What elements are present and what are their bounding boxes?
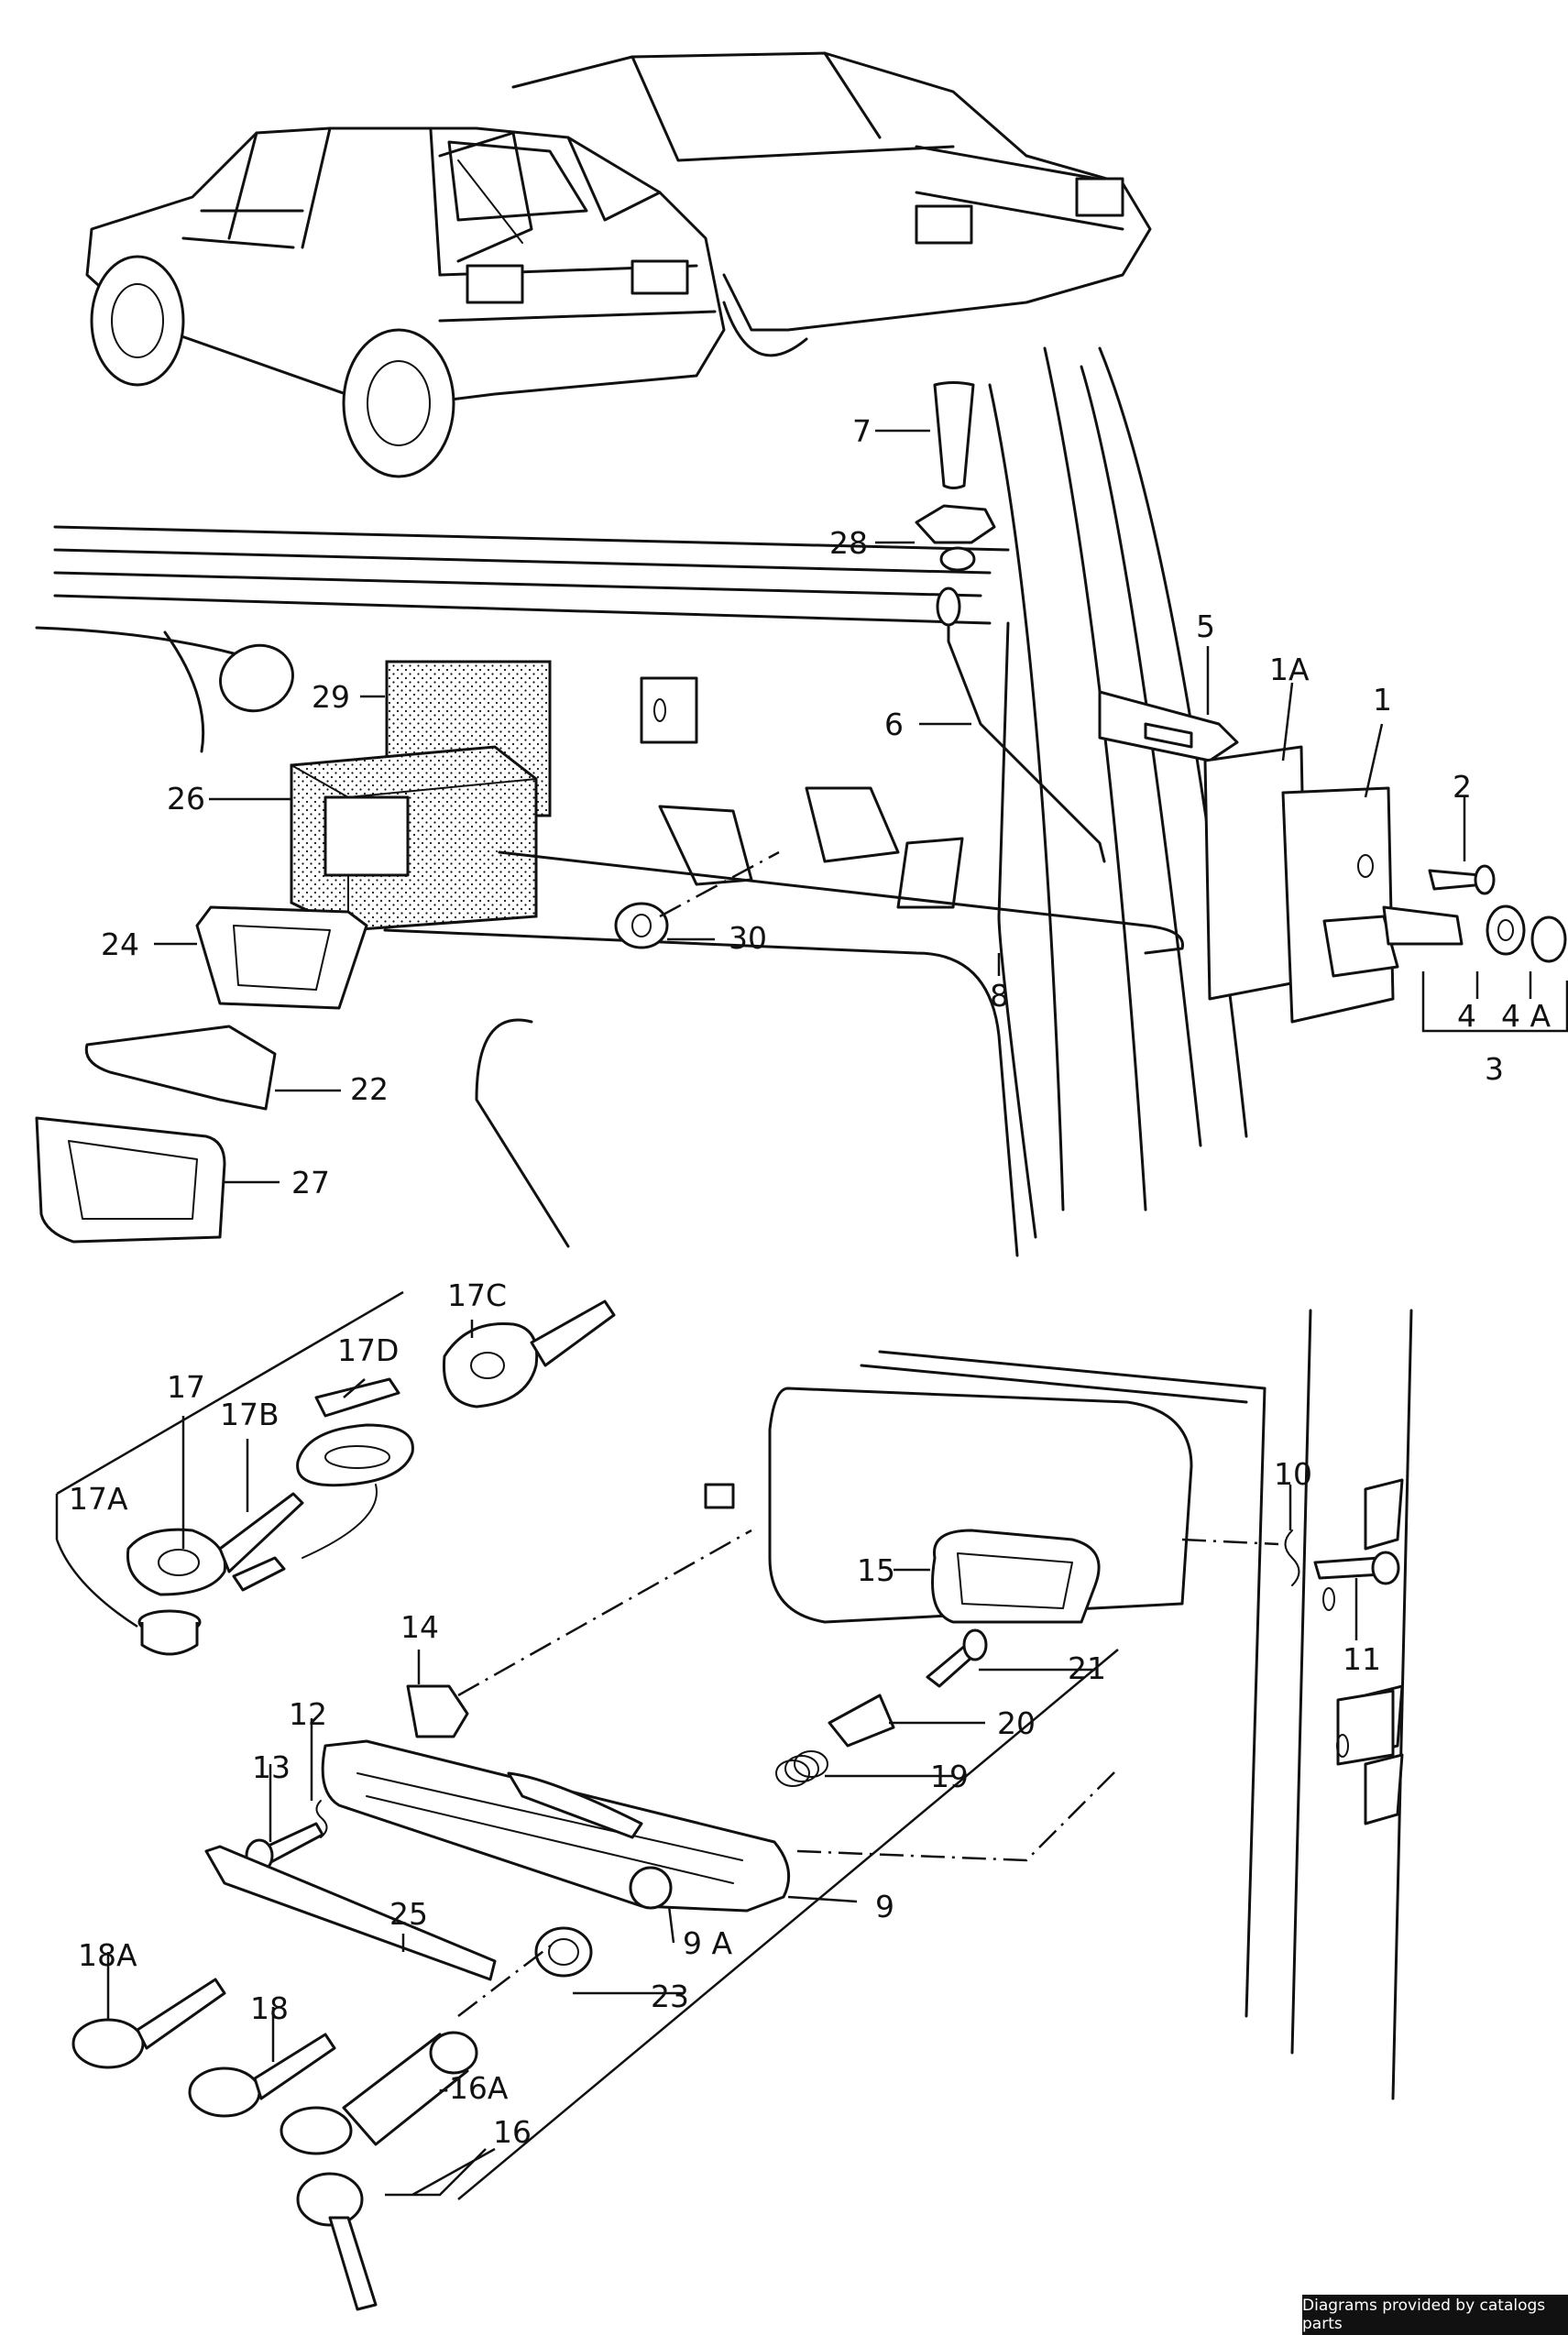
callout-16A: -16A xyxy=(438,2070,509,2106)
callout-21: 21 xyxy=(1068,1650,1106,1686)
callout-17A: 17A xyxy=(69,1481,128,1517)
rod-guide xyxy=(1098,690,1239,762)
callout-24: 24 xyxy=(101,926,139,962)
lock-knob xyxy=(933,381,975,489)
interior-door-handle xyxy=(84,1025,277,1111)
callout-15: 15 xyxy=(857,1552,895,1588)
clip-12 xyxy=(315,1800,328,1838)
washer-4A xyxy=(1530,915,1567,963)
callout-17: 17 xyxy=(167,1369,205,1405)
key-18A xyxy=(71,1978,226,2069)
lever-20 xyxy=(828,1694,895,1748)
door-outer-panel xyxy=(704,1309,1413,2100)
handle-bezel xyxy=(195,905,368,1010)
callout-22: 22 xyxy=(350,1071,389,1107)
callout-2: 2 xyxy=(1453,769,1472,805)
callout-28: 28 xyxy=(829,525,868,561)
callout-5: 5 xyxy=(1196,608,1215,644)
key-18 xyxy=(188,2033,336,2118)
callout-labels: 7 28 5 1A 1 2 6 29 26 30 8 24 22 27 4 4 … xyxy=(69,413,1551,2150)
callout-13: 13 xyxy=(252,1749,291,1785)
clip-10 xyxy=(1284,1529,1300,1586)
sedan-illustration xyxy=(511,51,1152,357)
callout-4A: 4 A xyxy=(1501,998,1551,1034)
callout-12: 12 xyxy=(289,1696,327,1732)
callout-17B: 17B xyxy=(220,1397,280,1432)
lock-cylinder xyxy=(342,2031,478,2146)
spring-19 xyxy=(775,1750,828,1787)
door-inner-panel xyxy=(35,346,1248,1257)
callout-11: 11 xyxy=(1343,1641,1381,1677)
key-17C xyxy=(442,1299,616,1409)
foam-insulation-block xyxy=(290,745,538,932)
callout-14: 14 xyxy=(400,1609,439,1645)
callout-18A: 18A xyxy=(78,1937,137,1973)
callout-23: 23 xyxy=(651,1979,689,2014)
callout-29: 29 xyxy=(312,679,350,715)
callout-30: 30 xyxy=(729,920,767,956)
callout-1: 1 xyxy=(1373,682,1392,718)
callout-6: 6 xyxy=(884,707,904,742)
callout-1A: 1A xyxy=(1269,652,1310,687)
key-16 xyxy=(280,2106,378,2311)
callout-7: 7 xyxy=(852,413,872,449)
handle-clip-14 xyxy=(406,1684,469,1738)
callout-20: 20 xyxy=(997,1705,1036,1741)
handle-gasket-15 xyxy=(931,1529,1101,1624)
rod-clip xyxy=(614,902,669,949)
callout-4: 4 xyxy=(1457,998,1476,1034)
callout-26: 26 xyxy=(167,781,205,817)
callout-17D: 17D xyxy=(337,1332,399,1368)
callout-8: 8 xyxy=(990,978,1009,1014)
callout-18: 18 xyxy=(250,1990,289,2026)
callout-9A: 9 A xyxy=(683,1925,732,1961)
lock-striker-bolt xyxy=(1382,905,1464,946)
callout-27: 27 xyxy=(291,1165,330,1200)
leader-lines xyxy=(106,429,1532,2062)
grommet-23 xyxy=(534,1926,593,1978)
lock-cap-17A xyxy=(137,1609,202,1656)
callout-19: 19 xyxy=(930,1759,969,1794)
credit-badge: Diagrams provided by catalogs parts xyxy=(1302,2295,1568,2335)
key-17 xyxy=(126,1492,304,1596)
key-tag-17D xyxy=(314,1377,400,1418)
callout-25: 25 xyxy=(389,1896,428,1932)
exterior-door-handle xyxy=(321,1739,791,1913)
callout-10: 10 xyxy=(1274,1456,1312,1492)
callout-17C: 17C xyxy=(447,1277,507,1313)
long-control-rod xyxy=(498,850,1184,955)
handle-trim-strip-25 xyxy=(204,1845,497,1981)
washer-4 xyxy=(1486,904,1526,956)
key-ring-fob xyxy=(296,1423,414,1487)
callout-9: 9 xyxy=(875,1889,894,1924)
door-lock-mechanism xyxy=(1203,745,1399,1024)
handle-trim-frame xyxy=(35,1116,226,1244)
hatchback-illustration xyxy=(85,126,726,478)
callout-3: 3 xyxy=(1485,1051,1504,1087)
knob-grommet xyxy=(915,504,996,544)
callout-16: 16 xyxy=(493,2114,532,2150)
